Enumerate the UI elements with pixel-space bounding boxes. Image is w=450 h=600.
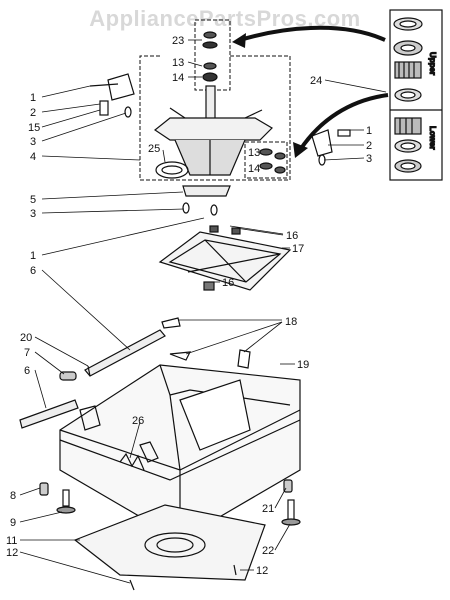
callout-13: 13: [172, 57, 184, 69]
support-frame: [158, 225, 292, 291]
seal-stack-upper: [202, 31, 218, 82]
callout-1-mid: 1: [30, 250, 36, 262]
transmission: [153, 85, 273, 176]
callout-20: 20: [20, 332, 32, 344]
callout-6-lower: 6: [24, 365, 30, 377]
callout-13-lower: 13: [248, 147, 260, 159]
brace-upper: [84, 329, 166, 377]
callout-22: 22: [262, 545, 274, 557]
base-frame: [59, 364, 301, 541]
callout-26: 26: [132, 415, 144, 427]
center-bracket: [182, 185, 231, 216]
callout-3-right: 3: [366, 153, 372, 165]
callout-21: 21: [262, 503, 274, 515]
callout-16: 16: [286, 230, 298, 242]
callout-9: 9: [10, 517, 16, 529]
callout-24: 24: [310, 75, 322, 87]
callout-23: 23: [172, 35, 184, 47]
callouts: 1 2 15 3 4 23 13 14 24 25 13 14 1 2 3 5 …: [6, 35, 372, 577]
callout-3: 3: [30, 136, 36, 148]
left-small-parts: [59, 365, 91, 381]
boot-ring: [155, 161, 189, 179]
callout-12: 12: [6, 547, 18, 559]
callout-3-mid: 3: [30, 208, 36, 220]
callout-17: 17: [292, 243, 304, 255]
seal-stack-lower: [259, 148, 286, 174]
leader-lines: [19, 39, 387, 584]
callout-18: 18: [285, 316, 297, 328]
callout-12-right: 12: [256, 565, 268, 577]
callout-2-right: 2: [366, 140, 372, 152]
callout-19: 19: [297, 359, 309, 371]
spring: [119, 452, 145, 471]
callout-15: 15: [28, 122, 40, 134]
base-pan: [73, 504, 266, 581]
callout-2: 2: [30, 107, 36, 119]
clips: [161, 317, 251, 369]
callout-1: 1: [30, 92, 36, 104]
brace-lower: [19, 399, 79, 429]
callout-16-lower: 16: [222, 277, 234, 289]
callout-14: 14: [172, 72, 184, 84]
callout-14-lower: 14: [248, 163, 260, 175]
callout-5: 5: [30, 194, 36, 206]
callout-6: 6: [30, 265, 36, 277]
callout-1-right: 1: [366, 125, 372, 137]
inset-upper-label: Upper: [428, 52, 437, 75]
callout-7: 7: [24, 347, 30, 359]
inset-lower-label: Lower: [428, 126, 437, 150]
callout-11: 11: [6, 535, 17, 547]
arrow-upper: [239, 25, 386, 42]
feet: [39, 479, 301, 591]
callout-25: 25: [148, 143, 160, 155]
left-upper-hardware: [89, 73, 135, 118]
arrow-lower: [298, 93, 389, 152]
callout-4: 4: [30, 151, 36, 163]
callout-8: 8: [10, 490, 16, 502]
bearing-inset: [389, 9, 443, 181]
